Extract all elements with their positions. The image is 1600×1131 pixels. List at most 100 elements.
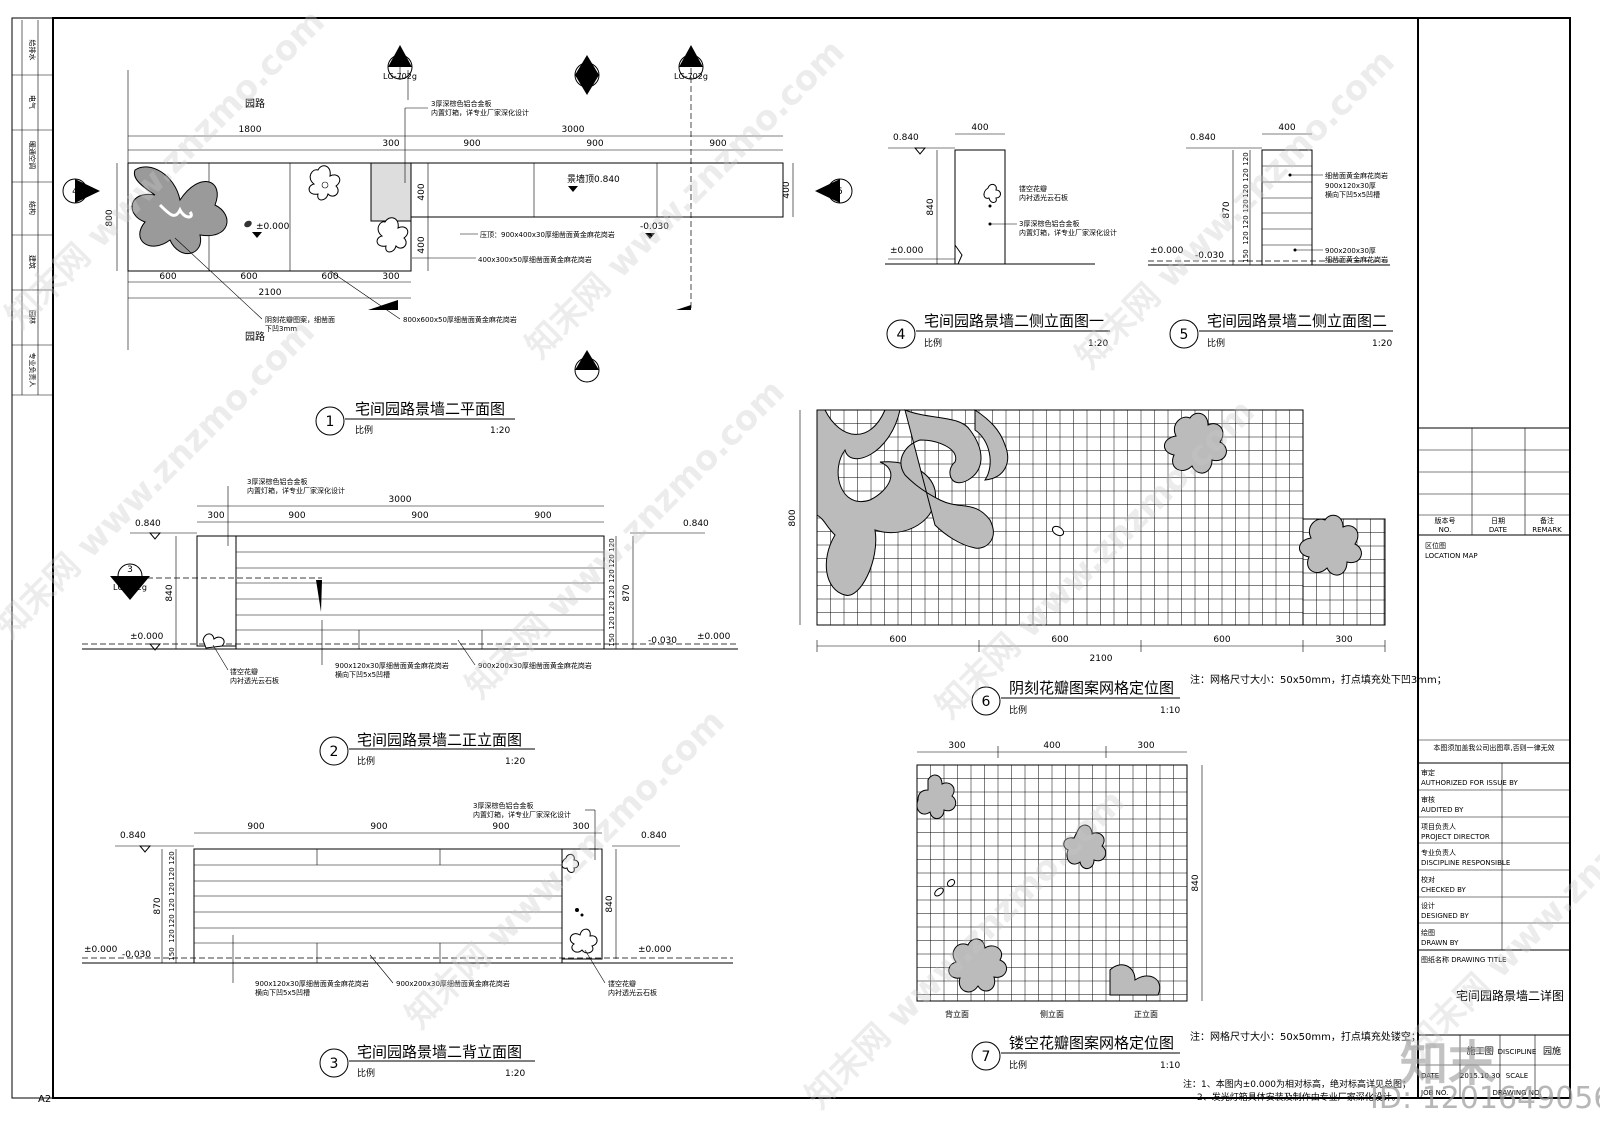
svg-text:CHECKED BY: CHECKED BY [1421,886,1467,894]
svg-text:1:10: 1:10 [1160,706,1180,716]
svg-text:300: 300 [1137,741,1154,751]
svg-text:600: 600 [240,272,257,282]
location-map-label-cn: 区位图 [1425,541,1446,550]
svg-text:1:10: 1:10 [1160,1061,1180,1071]
section-marker-5: 5 [815,178,853,204]
drawing-area-border [52,17,1419,1099]
svg-text:300: 300 [572,822,589,832]
front-wall [235,535,605,650]
svg-text:150: 150 [168,947,176,960]
svg-text:比例: 比例 [1009,704,1027,716]
plan-wall-coping [410,162,784,218]
footnote-line-2: 2、发光灯箱具体安装及制作由专业厂家深化设计。 [1197,1091,1401,1103]
svg-text:校对: 校对 [1421,875,1435,884]
svg-text:900: 900 [370,822,387,832]
svg-text:PROJECT DIRECTOR: PROJECT DIRECTOR [1421,833,1490,841]
svg-text:专业负责人: 专业负责人 [1421,848,1456,857]
svg-text:900x200x30厚: 900x200x30厚 [1325,247,1376,255]
svg-text:1:20: 1:20 [490,426,510,436]
strip-label-2: 电气 [28,95,37,109]
svg-text:0.840: 0.840 [1190,133,1216,143]
svg-text:900: 900 [247,822,264,832]
grid7-view: 300 400 300 840 背立面 侧立面 正立面 7 镂空花瓣图案网格定位… [916,741,1421,1071]
svg-text:800x600x50厚细凿面黄金麻花岗岩: 800x600x50厚细凿面黄金麻花岗岩 [403,315,517,324]
svg-text:比例: 比例 [1207,337,1225,349]
grid7-flower-2 [1063,824,1107,869]
svg-text:项目负责人: 项目负责人 [1421,822,1456,831]
watermark-id: ID: 1201649056 [1370,1081,1600,1116]
view4-number: 4 [897,327,906,343]
grid7-small-petal-2 [946,879,956,887]
svg-text:300: 300 [382,139,399,149]
svg-text:120: 120 [168,882,176,895]
svg-text:±0.000: ±0.000 [84,945,118,955]
grid7-small-petal-1 [934,887,944,897]
svg-text:600: 600 [1051,635,1068,645]
svg-text:600: 600 [889,635,906,645]
view6-number: 6 [982,694,991,710]
svg-text:870: 870 [1222,201,1232,218]
grid7-flower-1 [916,774,957,819]
footnote-line-1: 注：1、本图内±0.000为相对标高，绝对标高详见总图； [1183,1078,1411,1090]
back-elevation-view: 900 900 900 300 0.840 ±0.000 -0.030 0.84… [82,801,733,1079]
svg-text:3厚深棕色铝合金板: 3厚深棕色铝合金板 [247,477,307,486]
plan-view: 园路 ±0.000 景墙顶0.840 -0.030 [62,45,853,436]
svg-text:120: 120 [1242,168,1250,181]
svg-text:2: 2 [397,57,403,67]
view7-title: 镂空花瓣图案网格定位图 [1009,1034,1174,1052]
svg-text:2100: 2100 [259,288,282,298]
svg-text:下凹3mm: 下凹3mm [265,325,297,333]
svg-text:600: 600 [321,272,338,282]
svg-text:400: 400 [1278,123,1295,133]
svg-text:400: 400 [1043,741,1060,751]
side1-wall [954,149,1006,265]
svg-text:-0.030: -0.030 [648,636,677,646]
view2-number: 2 [330,744,339,760]
strip-label-3: 暖通空调 [28,141,37,169]
svg-text:120: 120 [608,585,616,598]
svg-text:3: 3 [584,59,590,69]
svg-text:0.840: 0.840 [893,133,919,143]
svg-text:DATE: DATE [1489,526,1507,534]
road-label-top: 园路 [245,97,265,110]
svg-text:5: 5 [837,187,843,197]
svg-text:3厚深棕色铝合金板: 3厚深棕色铝合金板 [1019,219,1079,228]
svg-text:DRAWN BY: DRAWN BY [1421,939,1459,947]
svg-text:900: 900 [411,511,428,521]
svg-text:比例: 比例 [357,755,375,767]
back-flower-cutouts [561,853,598,954]
svg-text:4: 4 [72,187,78,197]
svg-text:300: 300 [207,511,224,521]
svg-text:0.840: 0.840 [683,519,709,529]
svg-text:400: 400 [782,181,792,198]
svg-text:1800: 1800 [239,125,262,135]
svg-text:900x200x30厚细凿面黄金麻花岗岩: 900x200x30厚细凿面黄金麻花岗岩 [478,661,592,670]
svg-text:300: 300 [948,741,965,751]
grid6-large-petal-2 [900,409,994,549]
svg-text:AUTHORIZED FOR ISSUE BY: AUTHORIZED FOR ISSUE BY [1421,779,1518,787]
svg-text:横向下凹5x5凹槽: 横向下凹5x5凹槽 [1325,190,1380,199]
svg-text:0.840: 0.840 [641,831,667,841]
scale-label: SCALE [1506,1072,1528,1080]
date-label: DATE [1421,1072,1439,1080]
rev-no-header: 版本号 [1435,516,1456,525]
svg-text:±0.000: ±0.000 [1150,246,1184,256]
svg-text:600: 600 [1213,635,1230,645]
svg-text:±0.000: ±0.000 [638,945,672,955]
title-block-border [1417,17,1571,1099]
grid6-small-petal [1051,525,1065,537]
plan-level-zero: ±0.000 [256,222,290,232]
svg-text:绘图: 绘图 [1421,928,1435,937]
plan-small-flower-2 [376,217,409,253]
svg-text:3000: 3000 [389,495,412,505]
strip-label-1: 给排水 [28,40,37,61]
svg-text:压顶：900x400x30厚细凿面黄金麻花岗岩: 压顶：900x400x30厚细凿面黄金麻花岗岩 [480,230,615,239]
svg-text:120: 120 [1242,215,1250,228]
svg-text:-0.030: -0.030 [122,950,151,960]
discipline-label: DISCIPLINE [1498,1048,1537,1056]
view7-note: 注：网格尺寸大小：50x50mm，打点填充处镂空； [1190,1030,1421,1043]
svg-text:内置灯箱，详专业厂家深化设计: 内置灯箱，详专业厂家深化设计 [431,108,529,117]
svg-text:800: 800 [105,209,115,226]
svg-text:比例: 比例 [1009,1059,1027,1071]
stage-value: 施工图 [1466,1045,1493,1057]
